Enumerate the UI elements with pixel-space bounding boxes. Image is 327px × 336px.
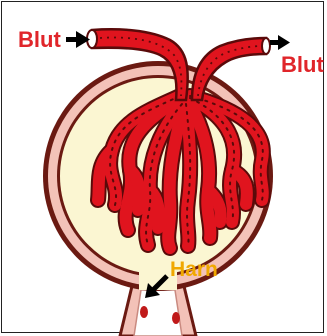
arrow-blood-out: [270, 35, 290, 50]
label-urine: Harn: [170, 259, 218, 280]
arrow-blood-in: [66, 31, 90, 48]
label-blood-out: Blut: [281, 54, 324, 76]
label-blood-in: Blut: [18, 29, 61, 51]
